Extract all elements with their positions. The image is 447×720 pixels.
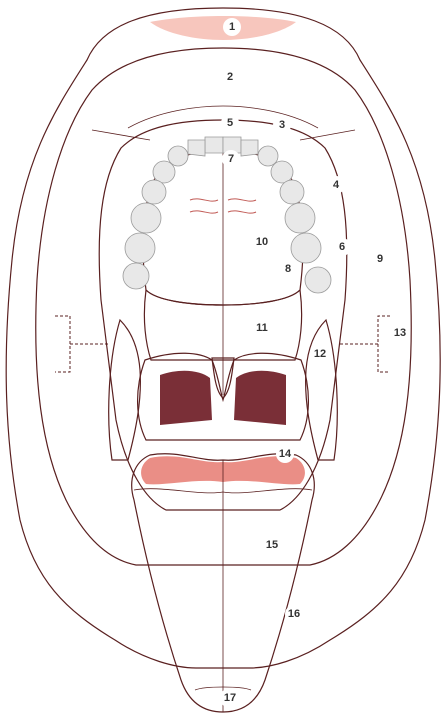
upper-lip-highlight (150, 16, 296, 40)
tooth-molar3-right (305, 267, 331, 293)
tooth-molar1-right (285, 203, 315, 233)
tooth-canine-right (258, 146, 278, 166)
marker-6: 6 (333, 238, 351, 256)
buccal-dashed-right (340, 316, 390, 372)
svg-text:4: 4 (333, 179, 340, 191)
tooth-premolar1-right (271, 161, 293, 183)
svg-text:9: 9 (377, 253, 383, 265)
marker-9: 9 (371, 250, 389, 268)
svg-text:10: 10 (256, 236, 268, 248)
vestibule-line-left (92, 130, 150, 140)
tooth-canine-left (168, 146, 188, 166)
tooth-lateral-left (188, 140, 205, 156)
marker-13: 13 (391, 324, 409, 342)
marker-8: 8 (279, 260, 297, 278)
svg-text:12: 12 (314, 348, 326, 360)
buccal-dashed-left (55, 316, 110, 372)
marker-3: 3 (273, 116, 291, 134)
svg-text:5: 5 (227, 117, 233, 129)
marker-1: 1 (223, 18, 241, 36)
palatoglossal-arch-right (306, 320, 338, 460)
marker-7: 7 (222, 150, 240, 168)
marker-14: 14 (276, 445, 294, 463)
svg-text:17: 17 (224, 692, 236, 704)
svg-text:16: 16 (288, 608, 300, 620)
marker-15: 15 (263, 536, 281, 554)
tooth-molar2-left (125, 233, 155, 263)
tooth-premolar2-right (280, 180, 304, 204)
svg-text:11: 11 (256, 322, 268, 334)
tooth-molar2-right (291, 233, 321, 263)
tooth-molar1-left (131, 203, 161, 233)
marker-2: 2 (221, 68, 239, 86)
svg-text:7: 7 (228, 153, 234, 165)
marker-10: 10 (253, 233, 271, 251)
tooth-molar3-left (123, 263, 149, 289)
tooth-premolar2-left (142, 180, 166, 204)
svg-text:6: 6 (339, 241, 345, 253)
palatoglossal-arch-left (109, 320, 141, 460)
marker-12: 12 (311, 345, 329, 363)
svg-text:3: 3 (279, 119, 285, 131)
svg-text:13: 13 (394, 327, 406, 339)
svg-text:8: 8 (285, 263, 291, 275)
svg-text:2: 2 (227, 71, 233, 83)
marker-4: 4 (327, 176, 345, 194)
marker-11: 11 (253, 319, 271, 337)
vestibule-line-right (300, 130, 355, 140)
svg-text:1: 1 (229, 21, 235, 33)
marker-16: 16 (285, 605, 303, 623)
tooth-premolar1-left (153, 161, 175, 183)
marker-5: 5 (221, 114, 239, 132)
marker-17: 17 (220, 688, 240, 708)
svg-text:14: 14 (279, 448, 292, 460)
tooth-lateral-right (241, 140, 258, 156)
svg-text:15: 15 (266, 539, 278, 551)
tooth-incisor-left (205, 137, 223, 153)
